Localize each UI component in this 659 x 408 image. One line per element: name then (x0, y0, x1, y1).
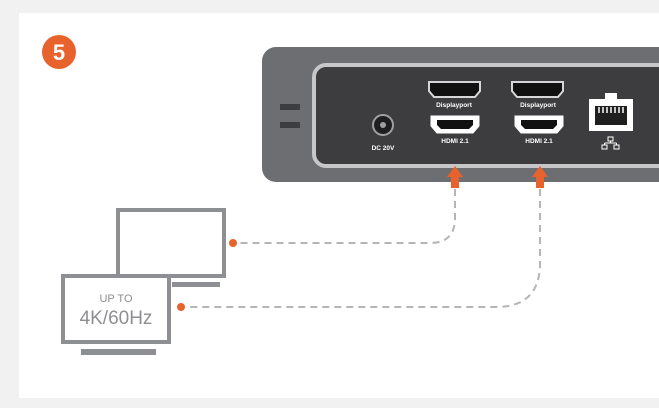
network-icon (601, 136, 620, 150)
arrow-up-icon (447, 166, 463, 188)
monitor-front: UP TO 4K/60Hz (61, 274, 171, 355)
monitor-stand (81, 349, 156, 355)
displayport-icon (511, 81, 564, 98)
cable-back-monitor (233, 189, 456, 244)
monitor-stand (172, 282, 220, 287)
dock-vent-top (280, 104, 300, 110)
resolution-value: 4K/60Hz (80, 308, 153, 329)
displayport-icon (428, 81, 481, 98)
cables (186, 189, 541, 308)
cable-end-dot (177, 303, 185, 311)
dc-port: DC 20V (372, 114, 395, 152)
hdmi-port-label: HDMI 2.1 (441, 138, 469, 145)
dock-vent-bottom (280, 122, 300, 128)
dock-port-panel (312, 63, 659, 168)
monitor-icon (116, 208, 226, 278)
resolution-prefix: UP TO (99, 293, 132, 305)
ethernet-port (589, 93, 633, 150)
connection-diagram: 5 DC 20V Displayport HDMI 2.1 Displaypor… (42, 35, 659, 355)
connection-arrows (447, 166, 548, 188)
docking-station: DC 20V Displayport HDMI 2.1 Displayport … (262, 47, 659, 182)
monitor-icon (61, 274, 171, 344)
step-badge-circle (42, 35, 76, 69)
cable-front-monitor (186, 189, 541, 308)
dc-port-label: DC 20V (372, 145, 395, 152)
step-number: 5 (53, 40, 65, 65)
hdmi-port-label: HDMI 2.1 (525, 138, 553, 145)
diagram-canvas: 5 DC 20V Displayport HDMI 2.1 Displaypor… (19, 13, 659, 398)
displayport-label: Displayport (520, 102, 557, 109)
cable-end-dot (229, 239, 237, 247)
port-column-1: Displayport HDMI 2.1 (428, 81, 481, 145)
step-badge: 5 (42, 35, 76, 69)
port-column-2: Displayport HDMI 2.1 (511, 81, 564, 145)
arrow-up-icon (532, 166, 548, 188)
displayport-label: Displayport (436, 102, 473, 109)
